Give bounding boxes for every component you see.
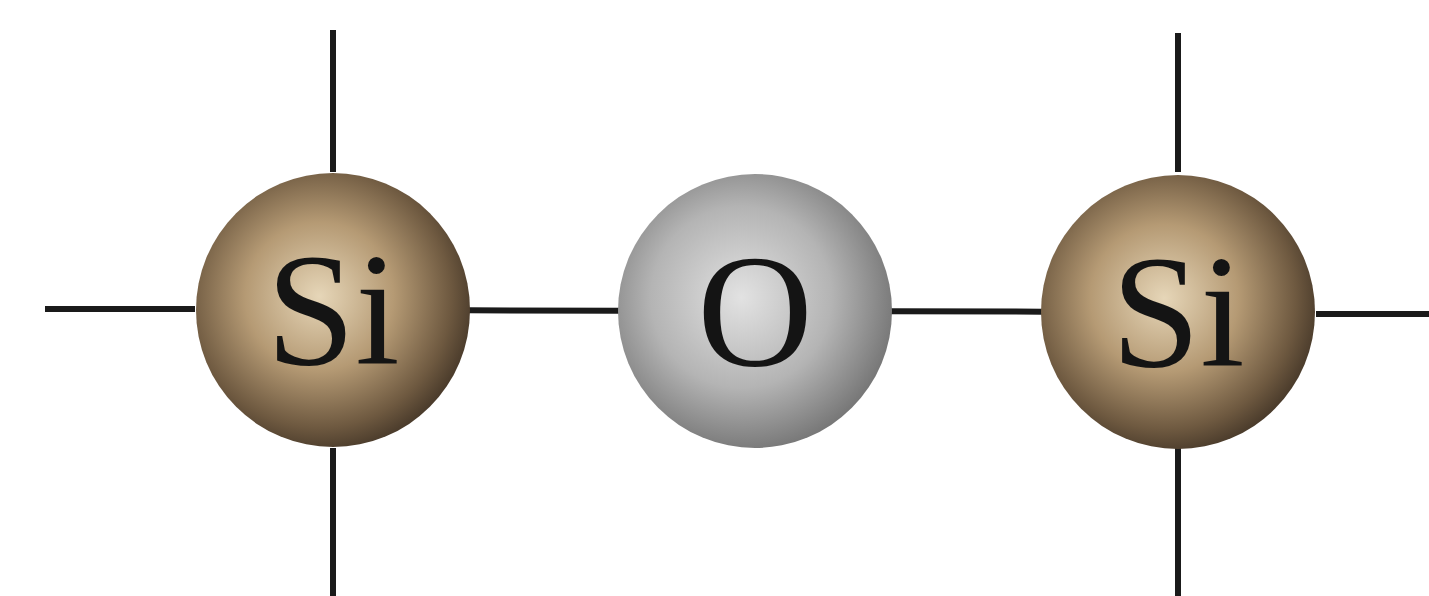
element-symbol: O bbox=[697, 231, 813, 391]
atom-label-holder: Si bbox=[195, 172, 471, 448]
atom-sphere bbox=[196, 173, 470, 447]
atom-label-holder: O bbox=[617, 173, 893, 449]
dangling-bond bbox=[1175, 33, 1181, 172]
chemical-bond bbox=[469, 307, 619, 313]
chemical-bond bbox=[891, 308, 1042, 314]
dangling-bond bbox=[330, 30, 336, 172]
silicon-atom: Si bbox=[195, 172, 471, 448]
atom-sphere bbox=[1041, 175, 1315, 449]
dangling-bond bbox=[330, 448, 336, 596]
atom-sphere bbox=[618, 174, 892, 448]
oxygen-atom: O bbox=[617, 173, 893, 449]
element-symbol: Si bbox=[266, 230, 399, 390]
dangling-bond bbox=[45, 306, 195, 312]
dangling-bond bbox=[45, 30, 1429, 596]
silicon-atom: Si bbox=[1040, 174, 1316, 450]
dangling-bond bbox=[1175, 448, 1181, 596]
element-symbol: Si bbox=[1111, 232, 1244, 392]
atom-label-holder: Si bbox=[1040, 174, 1316, 450]
dangling-bond bbox=[1316, 311, 1429, 317]
